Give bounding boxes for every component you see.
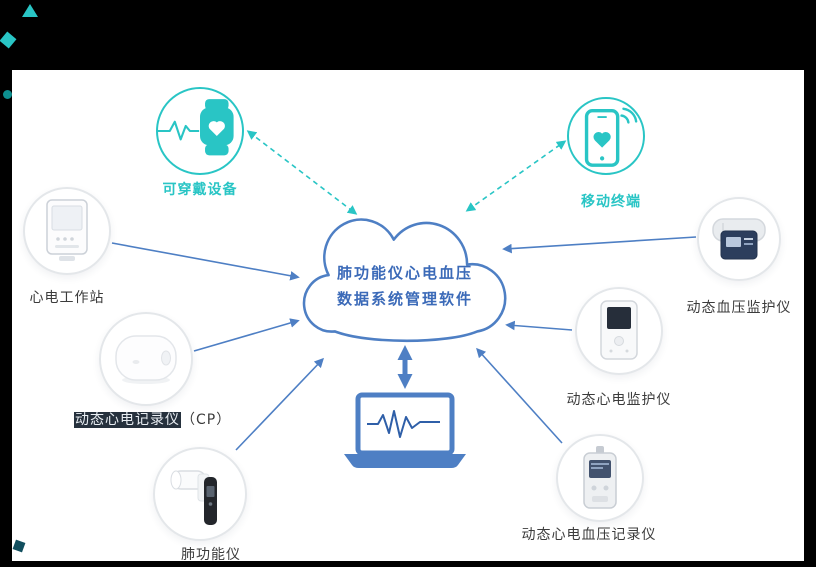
smartphone-icon <box>584 107 638 167</box>
mobile-label: 移动终端 <box>581 194 641 210</box>
node-mobile <box>567 97 645 175</box>
cloud-title-line2: 数据系统管理软件 <box>336 290 473 308</box>
decor-mark <box>3 90 12 99</box>
node-workstation <box>23 187 111 275</box>
holter-label-suffix: （CP） <box>181 412 232 428</box>
cloud-title-line1: 肺功能仪心电血压 <box>336 264 473 282</box>
node-wearable <box>156 87 244 175</box>
ecg-bp-recorder-label: 动态心电血压记录仪 <box>521 527 657 543</box>
holter-label-highlight: 动态心电记录仪 <box>74 412 181 428</box>
ecg-monitor-label: 动态心电监护仪 <box>566 392 672 408</box>
holter-recorder-device-icon <box>115 335 177 384</box>
heart-icon <box>593 131 611 148</box>
decor-mark <box>0 31 17 49</box>
spirometer-label: 肺功能仪 <box>181 547 241 563</box>
bp-monitor-device-icon <box>712 218 766 260</box>
wearable-label: 可穿戴设备 <box>162 182 238 198</box>
node-holter <box>99 312 193 406</box>
node-spirometer <box>153 447 247 541</box>
node-ecg-monitor <box>575 287 663 375</box>
heart-icon <box>208 121 225 137</box>
smartwatch-icon <box>158 99 234 156</box>
node-ecg-bp-recorder <box>556 434 644 522</box>
ecg-workstation-device-icon <box>46 199 88 261</box>
node-abpm <box>697 197 781 281</box>
signal-waves-icon <box>620 114 630 124</box>
workstation-label: 心电工作站 <box>29 290 105 306</box>
decor-mark <box>22 4 38 17</box>
ecg-bp-recorder-device-icon <box>583 446 617 509</box>
cloud-title: 肺功能仪心电血压 数据系统管理软件 <box>294 260 516 312</box>
spirometer-device-icon <box>170 470 217 525</box>
abpm-label: 动态血压监护仪 <box>686 300 792 316</box>
holter-label: 动态心电记录仪（CP） <box>74 409 231 429</box>
ecg-monitor-device-icon <box>600 300 638 360</box>
